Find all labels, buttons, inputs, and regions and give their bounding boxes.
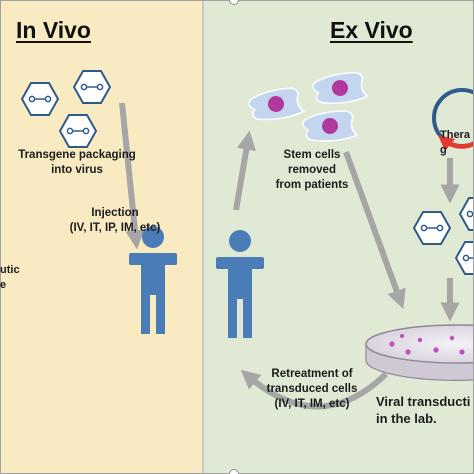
transgene-packaging-label: Transgene packaging into virus	[18, 149, 136, 176]
resize-handle-bottom[interactable]	[229, 469, 239, 474]
virus-icon	[58, 114, 98, 148]
stem-cell-icon	[312, 71, 369, 104]
stem-cell-icon	[302, 110, 359, 142]
ex-vivo-title: Ex Vivo	[330, 17, 413, 43]
arrow-cells-to-dish	[343, 150, 406, 310]
therapeutic-label-fragment-left: utic e	[0, 264, 20, 291]
virus-icon	[412, 211, 452, 245]
virus-icon	[72, 70, 112, 104]
stem-cell-icon	[248, 87, 306, 121]
injection-label: Injection (IV, IT, IP, IM, etc)	[69, 207, 161, 234]
virus-icon	[20, 82, 60, 116]
arrow-virus-to-patient	[119, 102, 145, 250]
patient-figure	[129, 226, 177, 334]
patient-figure	[216, 230, 264, 338]
culture-dish-icon	[365, 324, 474, 381]
plasmid-icon	[432, 88, 474, 152]
in-vivo-title: In Vivo	[16, 17, 91, 43]
virus-icon	[458, 197, 474, 231]
viral-transduction-label: Viral transducti in the lab.	[376, 394, 471, 426]
stem-cells-label: Stem cells removed from patients	[275, 149, 349, 191]
virus-icon	[454, 241, 474, 275]
arrow-patient-to-stem-cells	[233, 130, 256, 211]
therapeutic-label-fragment-right: Thera g	[440, 129, 470, 156]
retreatment-label: Retreatment of transduced cells (IV, IT,…	[266, 368, 358, 410]
arrow-retreatment	[240, 369, 389, 410]
